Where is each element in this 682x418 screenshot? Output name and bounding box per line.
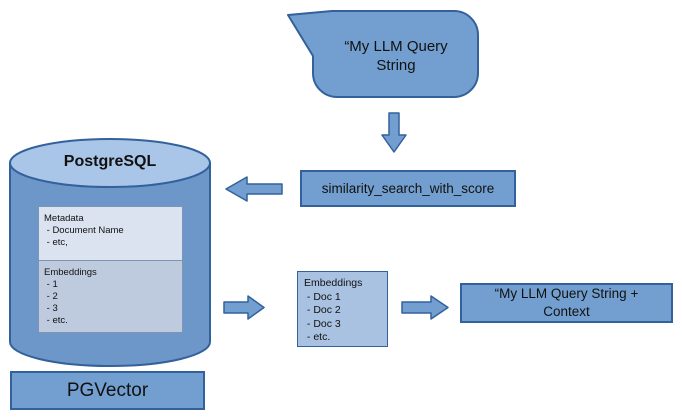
metadata-table-title: Metadata	[44, 213, 84, 224]
left-arrow-icon	[225, 176, 283, 202]
embeddings-table: Embeddings - 1 - 2 - 3 - etc.	[38, 261, 183, 333]
table-row: - etc.	[44, 315, 68, 326]
query-bubble-line1: “My LLM Query	[344, 38, 448, 55]
table-row: - 1	[44, 279, 58, 290]
retrieved-embeddings-box: Embeddings - Doc 1 - Doc 2 - Doc 3 - etc…	[297, 271, 388, 347]
pgvector-label: PGVector	[66, 379, 149, 401]
table-row: - etc,	[44, 237, 68, 248]
result-line1: “My LLM Query String +	[494, 286, 639, 301]
table-row: - Document Name	[44, 225, 124, 236]
database-cylinder-top	[9, 138, 211, 188]
retrieved-embeddings-title: Embeddings	[304, 277, 363, 289]
down-arrow-icon	[381, 112, 407, 153]
result-line2: Context	[543, 304, 590, 319]
table-row: - Doc 2	[304, 304, 341, 316]
table-row: - etc.	[304, 331, 331, 343]
similarity-search-box: similarity_search_with_score	[300, 170, 516, 207]
table-row: - 3	[44, 303, 58, 314]
result-box: “My LLM Query String + Context	[460, 283, 673, 323]
right-arrow-icon	[223, 295, 265, 320]
postgresql-title: PostgreSQL	[63, 153, 157, 170]
metadata-table: Metadata - Document Name - etc,	[38, 206, 183, 261]
query-bubble: “My LLM Query String	[318, 37, 474, 75]
speech-bubble-shape	[287, 10, 479, 98]
table-row: - Doc 3	[304, 317, 341, 330]
similarity-search-label: similarity_search_with_score	[321, 181, 495, 196]
embeddings-table-title: Embeddings	[44, 267, 97, 278]
query-bubble-line2: String	[376, 57, 416, 74]
table-row: - 2	[44, 291, 58, 302]
table-row: - Doc 1	[304, 290, 341, 303]
pgvector-box: PGVector	[10, 371, 205, 410]
right-arrow-icon	[401, 295, 449, 320]
